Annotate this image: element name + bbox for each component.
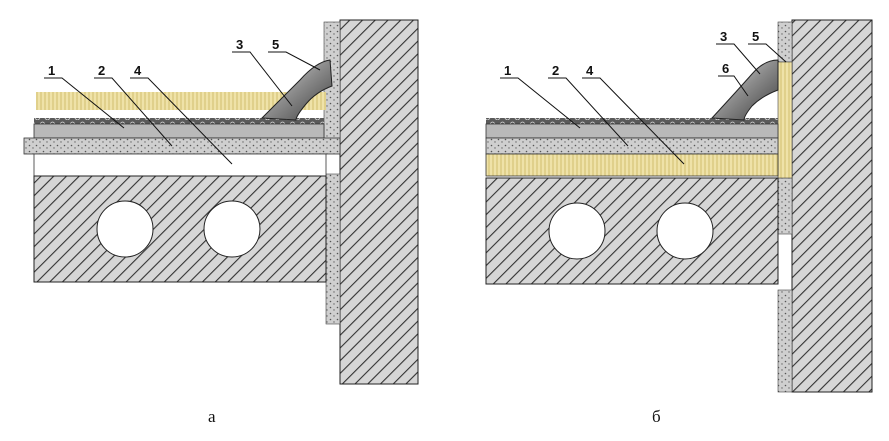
callout-b-1: 1: [504, 63, 511, 78]
leader-lines-b: [500, 43, 787, 165]
callout-b-2: 2: [552, 63, 559, 78]
hollow-core-slab-a: [33, 175, 327, 283]
callout-a-4: 4: [134, 63, 142, 78]
edge-insulation-strip-b: [777, 61, 793, 179]
figure-b: 1 2 4 3 5 6 б: [485, 19, 873, 426]
callout-a-5: 5: [272, 37, 279, 52]
concrete-layer-a: [23, 137, 341, 155]
callout-a-2: 2: [98, 63, 105, 78]
hollow-core-slab-b: [485, 177, 779, 285]
caption-b: б: [652, 407, 661, 426]
sealing-bead-b: [710, 59, 779, 121]
wool-insulation-upper-a: [36, 92, 326, 110]
callout-b-4: 4: [586, 63, 594, 78]
figure-a: 1 2 4 3 5 а: [23, 19, 419, 426]
wall-plaster-mid-b: [777, 177, 793, 235]
caption-a: а: [208, 407, 216, 426]
callout-b-5: 5: [752, 29, 759, 44]
gap-layer-a: [33, 153, 327, 177]
callout-b-6: 6: [722, 61, 729, 76]
slab-void-a-2: [203, 200, 261, 258]
slab-void-b-2: [656, 202, 714, 260]
sealing-bead-a: [260, 59, 333, 121]
callout-a-1: 1: [48, 63, 55, 78]
leader-lines-a: [44, 51, 321, 165]
slab-void-b-1: [548, 202, 606, 260]
wall-a: [339, 19, 419, 385]
wall-b: [791, 19, 873, 393]
screed-layer-a: [33, 123, 325, 139]
screed-layer-b: [485, 123, 779, 139]
membrane-layer-a: [34, 118, 324, 124]
concrete-layer-b: [485, 137, 779, 155]
membrane-layer-b: [486, 118, 778, 124]
slab-void-a-1: [96, 200, 154, 258]
wall-plaster-lower-b: [777, 289, 793, 393]
wool-insulation-lower-b: [485, 153, 779, 177]
callout-b-3: 3: [720, 29, 727, 44]
callout-a-3: 3: [236, 37, 243, 52]
wall-plaster-lower-a: [325, 173, 341, 325]
wall-plaster-upper-b: [777, 21, 793, 63]
